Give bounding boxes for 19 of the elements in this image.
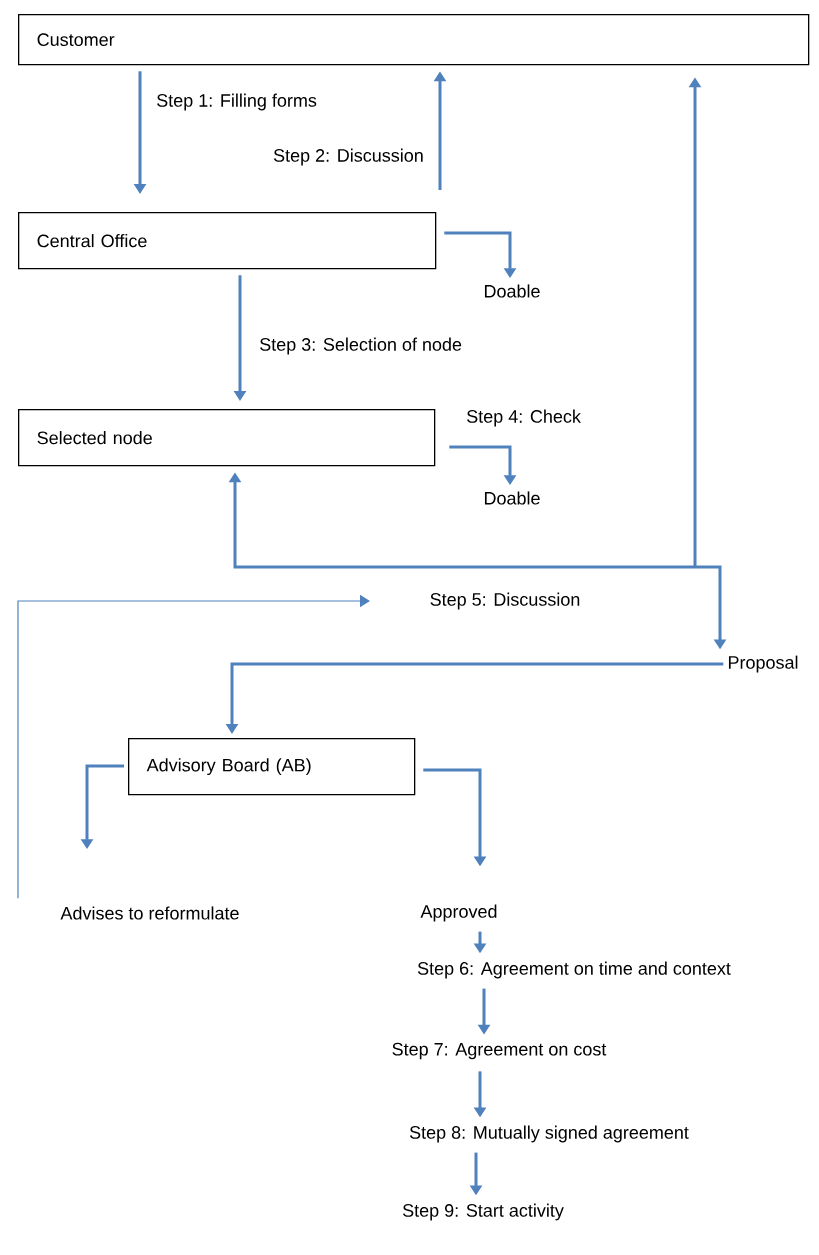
step-text: Step 8: Mutually signed agreement <box>409 1125 689 1143</box>
step-text: Step 9: Start activity <box>402 1203 564 1221</box>
edge-label: Step 2: Discussion <box>273 148 423 166</box>
process-box: Customer <box>18 14 810 66</box>
step-text: Approved <box>420 904 497 922</box>
step-text: Step 5: Discussion <box>430 592 580 610</box>
arrow <box>17 594 370 899</box>
step-text: Advises to reformulate <box>60 906 239 920</box>
edge-label: Step 3: Selection of node <box>260 337 462 355</box>
process-box: Central Office <box>18 212 437 270</box>
edge-label: Step 1: Filling forms <box>157 93 317 111</box>
step-text: Doable <box>484 491 540 505</box>
step-text: Step 6: Agreement on time and context <box>417 961 731 979</box>
step-text: Doable <box>484 284 540 298</box>
process-box: Selected node <box>18 409 436 467</box>
step-text: Proposal <box>728 655 798 673</box>
edge-label: Step 4: Check <box>467 409 581 427</box>
process-box: Advisory Board (AB) <box>128 738 416 796</box>
step-text: Step 7: Agreement on cost <box>392 1042 607 1060</box>
